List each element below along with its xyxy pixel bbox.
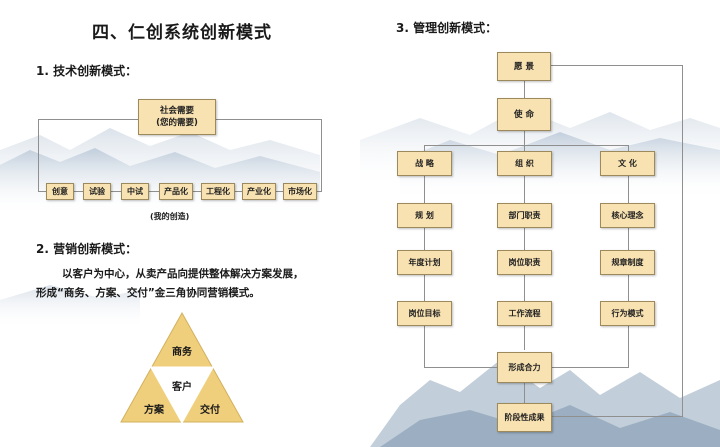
- tech-loop-left: [38, 119, 39, 192]
- vision-to-mission: [524, 80, 525, 98]
- planning-box: 规 划: [397, 203, 452, 228]
- marketing-heading: 2. 营销创新模式：: [36, 242, 138, 256]
- triangle-left-label: 方案: [144, 403, 165, 416]
- mission-branch: [424, 145, 629, 146]
- synergy-to-result: [524, 383, 525, 403]
- step-productize: 产品化: [159, 183, 193, 200]
- feedback-right: [682, 65, 683, 417]
- triangle-center-label: 客户: [171, 380, 192, 393]
- vision-box: 愿 景: [497, 52, 551, 81]
- page-title: 四、仁创系统创新模式: [92, 23, 272, 43]
- step-pilot: 中试: [121, 183, 149, 200]
- step-idea: 创意: [46, 183, 74, 200]
- strategy-box: 战 略: [397, 151, 452, 176]
- social-need-line2: (您的需要): [156, 118, 198, 128]
- triangle-right-label: 交付: [200, 403, 220, 416]
- rules-box: 规章制度: [600, 250, 655, 275]
- organization-box: 组 织: [497, 151, 552, 176]
- marketing-desc-line2: 形成“商务、方案、交付”金三角协同营销模式。: [36, 287, 260, 299]
- feedback-bottom: [549, 416, 683, 417]
- behavior-box: 行为模式: [600, 301, 655, 326]
- step-marketize: 市场化: [283, 183, 317, 200]
- golden-triangle: 商务 客户 方案 交付: [120, 311, 244, 425]
- tech-loop-right: [321, 119, 322, 192]
- culture-box: 文 化: [600, 151, 655, 176]
- step-engineering: 工程化: [201, 183, 235, 200]
- social-need-box: 社会需要 (您的需要): [138, 99, 216, 135]
- department-duty-box: 部门职责: [497, 203, 552, 228]
- marketing-desc-line1: 以客户为中心，从卖产品向提供整体解决方案发展，: [62, 268, 304, 280]
- management-heading: 3. 管理创新模式：: [396, 21, 498, 35]
- tech-loop-top-left: [38, 119, 138, 120]
- position-goal-box: 岗位目标: [397, 301, 452, 326]
- step-test: 试验: [83, 183, 111, 200]
- position-duty-box: 岗位职责: [497, 250, 552, 275]
- tech-loop-top-right: [216, 119, 321, 120]
- tech-caption: (我的创造): [150, 212, 190, 221]
- synergy-box: 形成合力: [497, 352, 552, 383]
- annual-plan-box: 年度计划: [397, 250, 452, 275]
- feedback-top: [549, 65, 682, 66]
- mission-box: 使 命: [497, 98, 551, 131]
- social-need-line1: 社会需要: [159, 106, 194, 116]
- triangle-center: [149, 366, 215, 425]
- triangle-top-label: 商务: [172, 345, 193, 358]
- result-box: 阶段性成果: [497, 403, 552, 432]
- step-industrialize: 产业化: [242, 183, 276, 200]
- workflow-box: 工作流程: [497, 301, 552, 326]
- core-concept-box: 核心理念: [600, 203, 655, 228]
- tech-heading: 1. 技术创新模式：: [36, 64, 138, 78]
